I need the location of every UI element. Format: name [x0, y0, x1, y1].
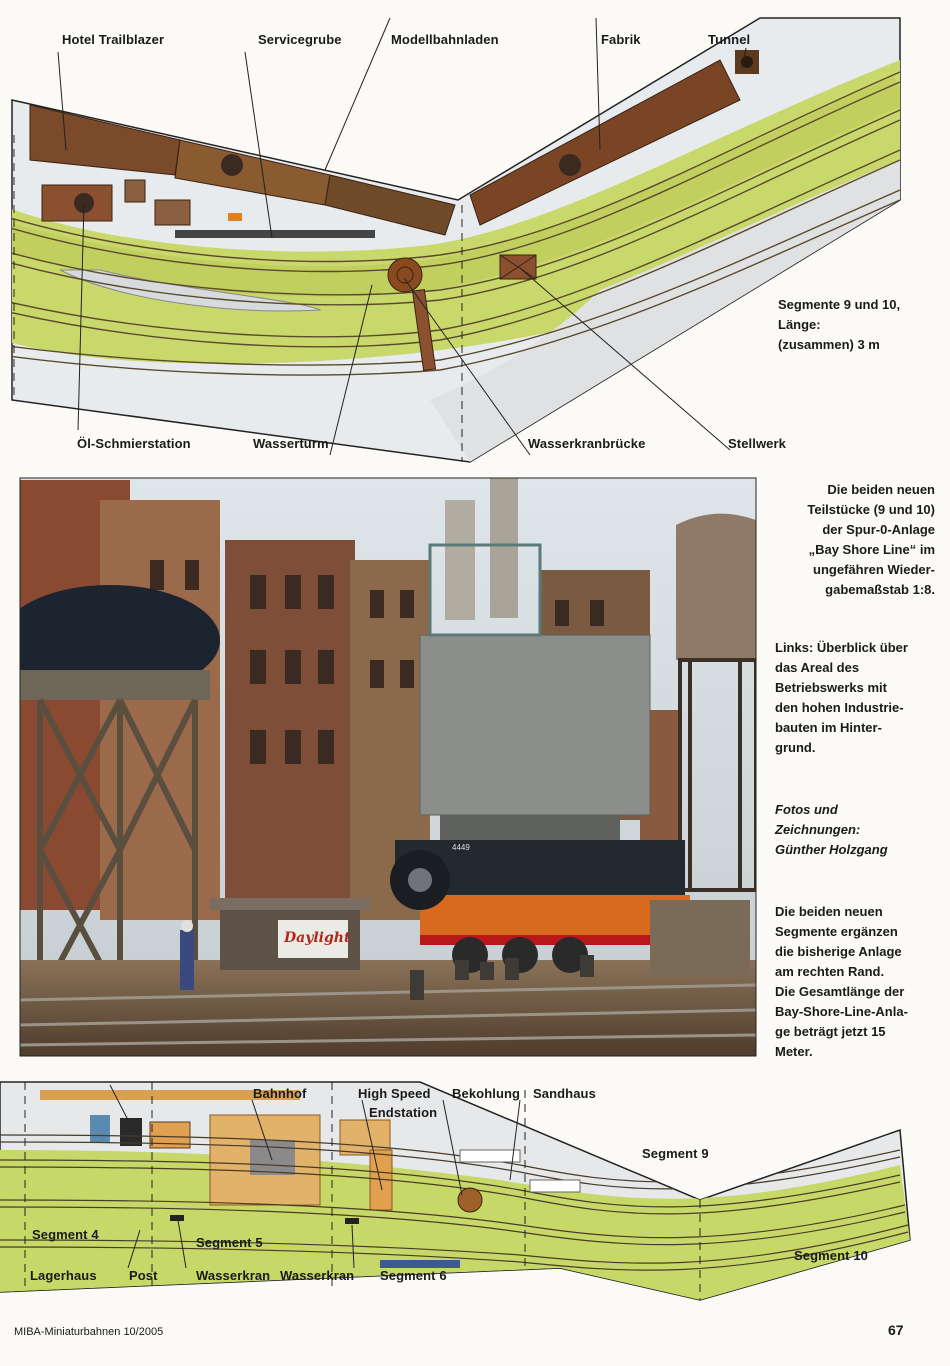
label-oil-station: Öl-Schmierstation: [77, 436, 191, 451]
sidebar-caption-3: Die beiden neuen Segmente ergänzen die b…: [775, 902, 945, 1062]
label-model-shop: Modellbahnladen: [391, 32, 499, 47]
sidebar-caption-2: Links: Überblick über das Areal des Betr…: [775, 638, 945, 758]
footer-magazine: MIBA-Miniaturbahnen 10/2005: [14, 1326, 164, 1338]
caption-line: grund.: [775, 740, 816, 755]
caption-line: Fotos und: [775, 802, 838, 817]
label-coaling: Bekohlung: [452, 1086, 521, 1101]
caption-line: Links: Überblick über: [775, 640, 908, 655]
caption-line: Die beiden neuen: [775, 904, 883, 919]
caption-line: der Spur-0-Anlage: [822, 522, 935, 537]
segment-info: Segmente 9 und 10, Länge: (zusammen) 3 m: [778, 295, 900, 355]
caption-line: „Bay Shore Line“ im: [808, 542, 935, 557]
photo-loco-number: 4449: [452, 843, 470, 852]
label-signal-box: Stellwerk: [728, 436, 786, 451]
sidebar-caption-1: Die beiden neuen Teilstücke (9 und 10) d…: [775, 480, 935, 600]
sidebar-credits: Fotos und Zeichnungen: Günther Holzgang: [775, 800, 945, 860]
label-segment-6: Segment 6: [380, 1268, 447, 1283]
label-water-tower: Wasserturm: [253, 436, 329, 451]
caption-line: Teilstücke (9 und 10): [807, 502, 935, 517]
caption-line: Meter.: [775, 1044, 813, 1059]
label-crane-bridge: Wasserkranbrücke: [528, 436, 646, 451]
caption-line: Betriebswerks mit: [775, 680, 887, 695]
caption-line: Günther Holzgang: [775, 842, 888, 857]
caption-line: den hohen Industrie-: [775, 700, 904, 715]
label-segment-10: Segment 10: [794, 1248, 868, 1263]
label-segment-4: Segment 4: [32, 1227, 99, 1242]
caption-line: ge beträgt jetzt 15: [775, 1024, 886, 1039]
caption-line: Die Gesamtlänge der: [775, 984, 905, 999]
label-water-crane-2: Wasserkran: [280, 1268, 355, 1283]
label-water-crane-1: Wasserkran: [196, 1268, 271, 1283]
segment-info-line: Länge:: [778, 317, 821, 332]
label-high-speed: High Speed: [358, 1086, 431, 1101]
label-tunnel: Tunnel: [708, 32, 751, 47]
caption-line: das Areal des: [775, 660, 860, 675]
label-station: Bahnhof: [253, 1086, 307, 1101]
label-sandhouse: Sandhaus: [533, 1086, 596, 1101]
label-factory: Fabrik: [601, 32, 641, 47]
caption-line: Zeichnungen:: [775, 822, 861, 837]
caption-line: bauten im Hinter-: [775, 720, 882, 735]
photo-daylight-sign: Daylight: [284, 930, 351, 946]
segment-info-line: Segmente 9 und 10,: [778, 297, 901, 312]
label-warehouse: Lagerhaus: [30, 1268, 97, 1283]
page-number: 67: [888, 1322, 904, 1338]
caption-line: Bay-Shore-Line-Anla-: [775, 1004, 908, 1019]
label-post: Post: [129, 1268, 158, 1283]
label-endstation: Endstation: [369, 1105, 438, 1120]
label-service-pit: Servicegrube: [258, 32, 342, 47]
label-segment-5: Segment 5: [196, 1235, 263, 1250]
caption-line: am rechten Rand.: [775, 964, 885, 979]
label-segment-9: Segment 9: [642, 1146, 709, 1161]
segment-info-line: (zusammen) 3 m: [778, 337, 880, 352]
caption-line: ungefähren Wieder-: [813, 562, 935, 577]
caption-line: gabemaßstab 1:8.: [825, 582, 935, 597]
caption-line: Die beiden neuen: [827, 482, 935, 497]
label-hotel: Hotel Trailblazer: [62, 32, 165, 47]
caption-line: die bisherige Anlage: [775, 944, 902, 959]
caption-line: Segmente ergänzen: [775, 924, 898, 939]
top-track-plan: [11, 17, 901, 463]
